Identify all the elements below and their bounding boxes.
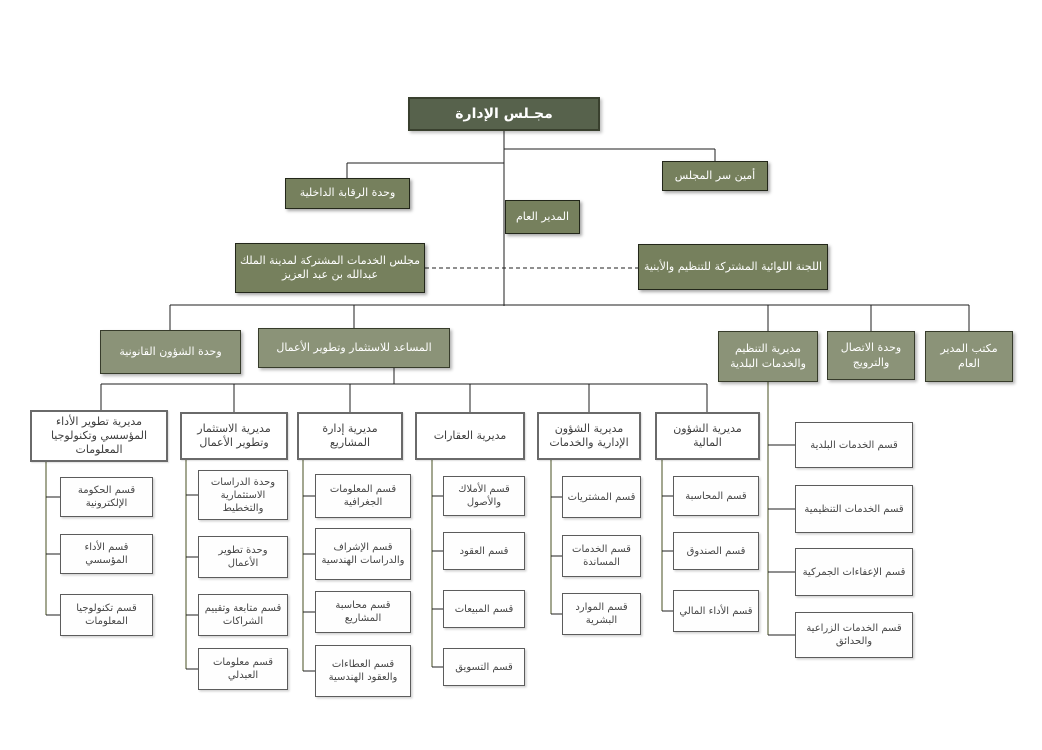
node-admin-affairs-directorate: مديرية الشؤون الإدارية والخدمات xyxy=(537,412,641,460)
node-municipal-services-directorate: مديرية التنظيم والخدمات البلدية xyxy=(718,331,818,382)
node-gis-dept: قسم المعلومات الجغرافية xyxy=(315,474,411,518)
node-business-development-unit: وحدة تطوير الأعمال xyxy=(198,536,288,578)
node-project-accounting-dept: قسم محاسبة المشاريع xyxy=(315,591,411,633)
tree-connectors xyxy=(45,131,970,672)
node-institutional-performance-dept: قسم الأداء المؤسسي xyxy=(60,534,153,574)
node-hr-dept: قسم الموارد البشرية xyxy=(562,593,641,635)
node-municipal-services-dept: قسم الخدمات البلدية xyxy=(795,422,913,468)
node-secretary: أمين سر المجلس xyxy=(662,161,768,191)
node-contracts-dept: قسم العقود xyxy=(443,532,525,570)
node-partnerships-dept: قسم متابعة وتقييم الشراكات xyxy=(198,594,288,636)
node-board: مجـلس الإدارة xyxy=(408,97,600,131)
node-egov-dept: قسم الحكومة الإلكترونية xyxy=(60,477,153,517)
node-supervision-engineering-dept: قسم الإشراف والدراسات الهندسية xyxy=(315,528,411,580)
node-projects-directorate: مديرية إدارة المشاريع xyxy=(297,412,403,460)
node-investment-directorate: مديرية الاستثمار وتطوير الأعمال xyxy=(180,412,288,460)
node-regulatory-services-dept: قسم الخدمات التنظيمية xyxy=(795,485,913,533)
node-realestate-directorate: مديرية العقارات xyxy=(415,412,525,460)
node-finance-directorate: مديرية الشؤون المالية xyxy=(655,412,760,460)
node-customs-exemptions-dept: قسم الإعفاءات الجمركية xyxy=(795,548,913,596)
node-communication-unit: وحدة الاتصال والترويج xyxy=(827,331,915,380)
node-treasury-dept: قسم الصندوق xyxy=(673,532,759,570)
node-performance-it-directorate: مديرية تطوير الأداء المؤسسي وتكنولوجيا ا… xyxy=(30,410,168,462)
node-tenders-contracts-dept: قسم العطاءات والعقود الهندسية xyxy=(315,645,411,697)
node-abdali-information-dept: قسم معلومات العبدلي xyxy=(198,648,288,690)
node-gm-office: مكتب المدير العام xyxy=(925,331,1013,382)
node-investment-studies-unit: وحدة الدراسات الاستثمارية والتخطيط xyxy=(198,470,288,520)
node-sales-dept: قسم المبيعات xyxy=(443,590,525,628)
node-legal-affairs-unit: وحدة الشؤون القانونية xyxy=(100,330,241,374)
node-accounting-dept: قسم المحاسبة xyxy=(673,476,759,516)
node-general-manager: المدير العام xyxy=(505,200,580,234)
node-assets-dept: قسم الأملاك والأصول xyxy=(443,476,525,516)
node-it-dept: قسم تكنولوجيا المعلومات xyxy=(60,594,153,636)
node-marketing-dept: قسم التسويق xyxy=(443,648,525,686)
node-liwa-committee: اللجنة اللوائية المشتركة للتنظيم والأبني… xyxy=(638,244,828,290)
node-support-services-dept: قسم الخدمات المساندة xyxy=(562,535,641,577)
node-internal-audit: وحدة الرقابة الداخلية xyxy=(285,178,410,209)
node-financial-performance-dept: قسم الأداء المالي xyxy=(673,590,759,632)
node-agriculture-parks-dept: قسم الخدمات الزراعية والحدائق xyxy=(795,612,913,658)
node-procurement-dept: قسم المشتريات xyxy=(562,476,641,518)
node-investment-assistant: المساعد للاستثمار وتطوير الأعمال xyxy=(258,328,450,368)
node-joint-services-council: مجلس الخدمات المشتركة لمدينة الملك عبدال… xyxy=(235,243,425,293)
